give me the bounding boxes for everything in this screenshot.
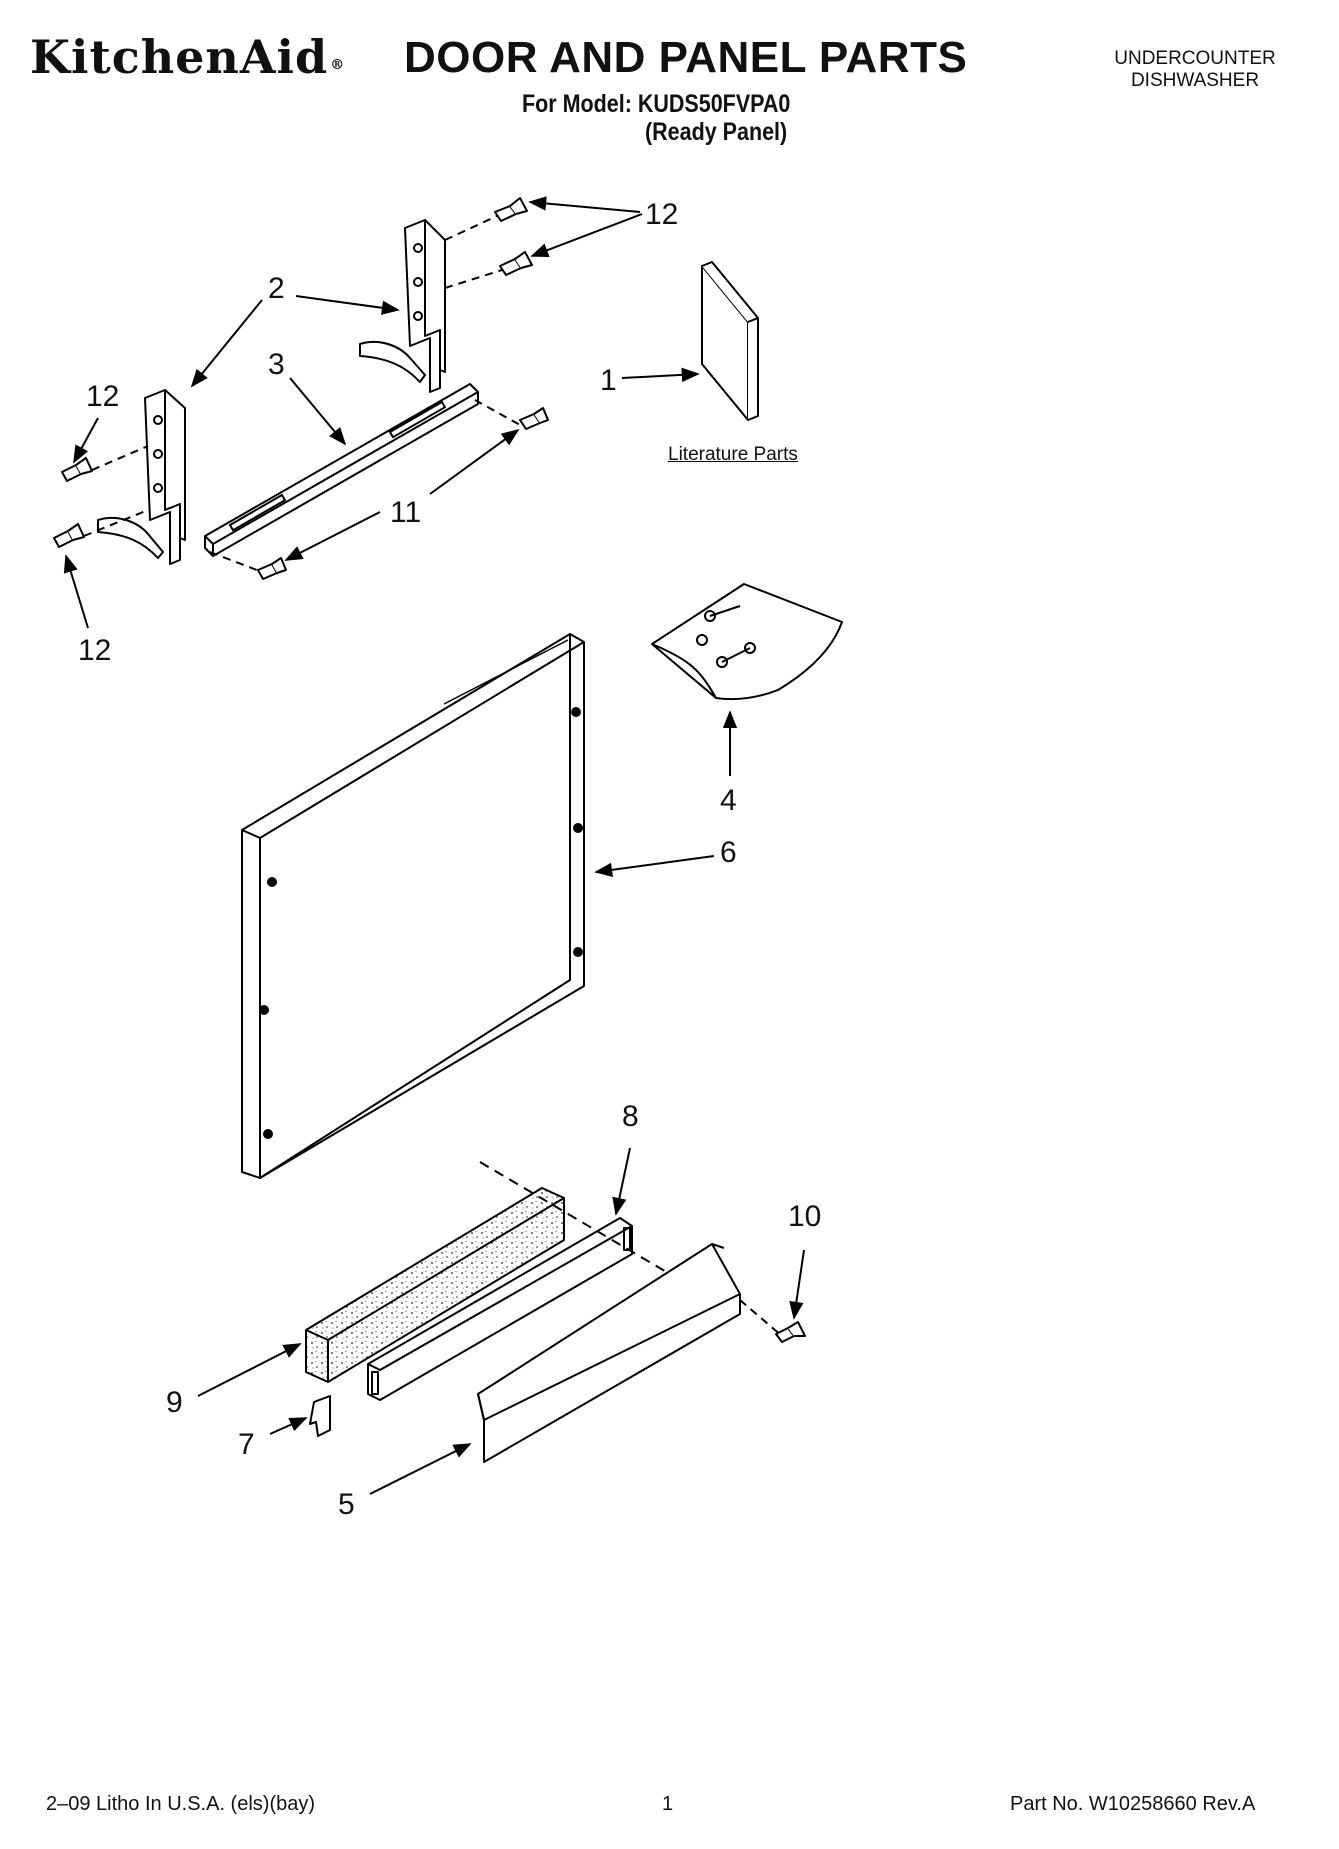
door-panel-6 <box>241 633 585 1179</box>
brand-logo: KitchenAid® <box>30 30 346 84</box>
callout-12-top: 12 <box>645 198 679 231</box>
leader-7 <box>269 1417 308 1435</box>
callout-10: 10 <box>788 1200 822 1233</box>
appliance-type-line2: DISHWASHER <box>1130 70 1260 91</box>
callout-8: 8 <box>622 1100 639 1133</box>
bracket-2-upper <box>359 219 446 393</box>
footer-page-number: 1 <box>662 1793 674 1815</box>
literature-parts-label: Literature Parts <box>668 444 798 465</box>
callout-9: 9 <box>166 1386 183 1419</box>
callout-3: 3 <box>268 348 285 381</box>
literature-box-1 <box>701 261 759 421</box>
callout-5: 5 <box>338 1488 355 1521</box>
callout-12-left-bottom: 12 <box>78 634 112 667</box>
screw-12-top-b <box>499 251 533 276</box>
leader-11-right <box>429 428 520 495</box>
leader-6 <box>594 855 715 877</box>
leader-12-top-a <box>528 196 641 213</box>
callout-11: 11 <box>390 496 422 529</box>
screw-12-left-b <box>53 523 85 548</box>
appliance-type: UNDERCOUNTER DISHWASHER <box>1100 48 1290 92</box>
hardware-bag-4 <box>651 583 843 700</box>
screw-11-right <box>519 407 549 430</box>
callout-12-left-top: 12 <box>86 380 120 413</box>
leader-11-left <box>284 511 381 561</box>
callout-1: 1 <box>600 364 617 397</box>
leader-10 <box>789 1249 805 1320</box>
leader-5 <box>369 1443 472 1495</box>
model-variant: (Ready Panel) <box>645 118 788 146</box>
toe-panel-5 <box>477 1243 741 1463</box>
screw-12-left-a <box>61 457 93 482</box>
callout-7: 7 <box>238 1428 255 1461</box>
callout-6: 6 <box>720 836 737 869</box>
rail-3 <box>204 383 479 557</box>
leader-12-top-b <box>530 213 643 257</box>
clip-7 <box>309 1395 331 1437</box>
leader-1 <box>621 367 700 383</box>
footer-print-info: 2–09 Litho In U.S.A. (els)(bay) <box>46 1793 316 1815</box>
leader-12-left-a <box>73 417 99 464</box>
footer-part-number: Part No. W10258660 Rev.A <box>1010 1793 1256 1815</box>
screw-10 <box>775 1321 806 1343</box>
bracket-2-lower <box>97 389 186 565</box>
foam-block-9 <box>305 1187 565 1383</box>
screw-12-top-a <box>494 197 528 222</box>
page-title: DOOR AND PANEL PARTS <box>404 33 968 82</box>
appliance-type-line1: UNDERCOUNTER <box>1114 48 1276 69</box>
leader-2-lower <box>190 299 263 388</box>
kick-plate-8 <box>367 1217 633 1401</box>
callout-4: 4 <box>720 784 737 817</box>
leader-3 <box>289 377 347 446</box>
leader-8 <box>612 1147 631 1216</box>
screw-11-left <box>257 557 287 580</box>
callout-2: 2 <box>268 272 285 305</box>
leader-2-upper <box>295 295 400 315</box>
leader-12-left-b <box>63 554 89 629</box>
model-line: For Model: KUDS50FVPA0 <box>522 90 791 118</box>
leader-9 <box>197 1343 302 1397</box>
